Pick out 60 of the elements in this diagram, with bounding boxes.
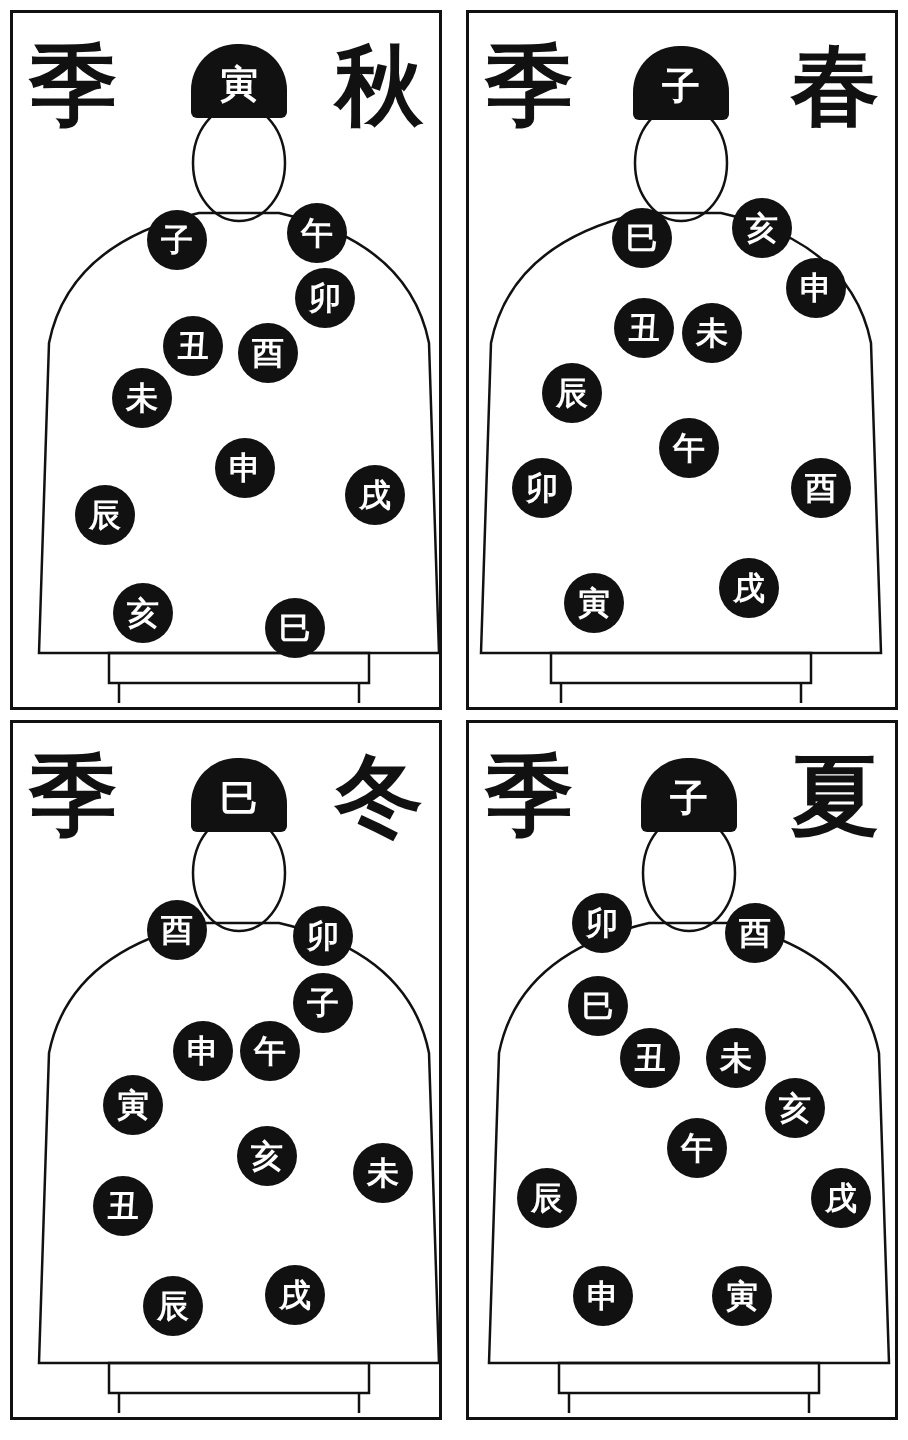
character-disc: 申 [786, 258, 846, 318]
character-disc: 酉 [238, 323, 298, 383]
season-title: 季 [485, 35, 573, 135]
character-disc: 辰 [542, 363, 602, 423]
character-disc: 午 [667, 1118, 727, 1178]
character-disc: 丑 [93, 1176, 153, 1236]
season-title: 季 [29, 35, 117, 135]
character-disc: 巳 [265, 598, 325, 658]
character-disc: 酉 [147, 900, 207, 960]
character-disc: 卯 [293, 906, 353, 966]
character-disc: 未 [112, 368, 172, 428]
character-disc: 戌 [811, 1168, 871, 1228]
character-disc: 寅 [712, 1266, 772, 1326]
character-disc: 亥 [113, 583, 173, 643]
season-title: 季 [485, 745, 573, 845]
character-disc: 卯 [295, 268, 355, 328]
character-disc: 未 [353, 1143, 413, 1203]
character-disc: 申 [573, 1266, 633, 1326]
character-disc: 午 [240, 1021, 300, 1081]
hat: 巳 [191, 758, 287, 832]
character-disc: 酉 [791, 458, 851, 518]
character-disc: 巳 [568, 976, 628, 1036]
character-disc: 辰 [143, 1276, 203, 1336]
panel-frame [10, 720, 442, 1420]
character-disc: 子 [293, 973, 353, 1033]
panel-frame [466, 10, 898, 710]
hat: 子 [641, 758, 737, 832]
panel-frame [10, 10, 442, 710]
season-title: 季 [29, 745, 117, 845]
character-disc: 丑 [163, 316, 223, 376]
character-disc: 亥 [765, 1078, 825, 1138]
panel-frame [466, 720, 898, 1420]
character-disc: 戌 [265, 1265, 325, 1325]
character-disc: 亥 [732, 198, 792, 258]
season-title: 夏 [791, 745, 879, 845]
character-disc: 戌 [345, 465, 405, 525]
season-title: 秋 [335, 35, 423, 135]
character-disc: 寅 [103, 1075, 163, 1135]
character-disc: 午 [287, 203, 347, 263]
character-disc: 丑 [614, 298, 674, 358]
character-disc: 卯 [512, 458, 572, 518]
character-disc: 亥 [237, 1126, 297, 1186]
character-disc: 辰 [75, 485, 135, 545]
hat: 子 [633, 46, 729, 120]
season-title: 春 [791, 35, 879, 135]
character-disc: 酉 [725, 903, 785, 963]
character-disc: 申 [173, 1021, 233, 1081]
character-disc: 辰 [517, 1168, 577, 1228]
character-disc: 子 [147, 210, 207, 270]
character-disc: 卯 [572, 893, 632, 953]
character-disc: 未 [706, 1028, 766, 1088]
character-disc: 戌 [719, 558, 779, 618]
character-disc: 申 [215, 438, 275, 498]
character-disc: 寅 [564, 573, 624, 633]
character-disc: 巳 [612, 208, 672, 268]
character-disc: 午 [659, 418, 719, 478]
character-disc: 丑 [620, 1028, 680, 1088]
hat: 寅 [191, 44, 287, 118]
season-title: 冬 [335, 745, 423, 845]
character-disc: 未 [682, 303, 742, 363]
